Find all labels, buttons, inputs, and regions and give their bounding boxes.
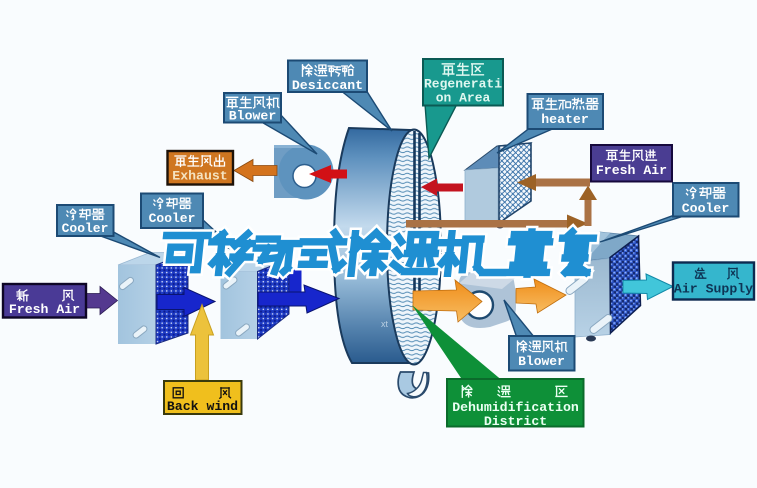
svg-text:Back wind: Back wind	[167, 399, 238, 414]
svg-text:Desiccant: Desiccant	[292, 78, 363, 93]
svg-text:Air Supply: Air Supply	[674, 282, 753, 297]
svg-text:Blower: Blower	[229, 109, 276, 124]
svg-text:Fresh Air: Fresh Air	[596, 163, 667, 178]
svg-text:on Area: on Area	[436, 91, 491, 106]
svg-text:Fresh Air: Fresh Air	[9, 302, 80, 317]
svg-text:Cooler: Cooler	[682, 201, 729, 216]
svg-text:Cooler: Cooler	[62, 221, 109, 236]
svg-text:Dehumidification: Dehumidification	[452, 400, 579, 415]
svg-text:heater: heater	[541, 112, 588, 127]
svg-text:xt: xt	[381, 319, 389, 329]
svg-text:Exhaust: Exhaust	[172, 169, 227, 184]
svg-text:Regenerati: Regenerati	[424, 77, 502, 92]
svg-text:Cooler: Cooler	[149, 211, 196, 226]
svg-text:Blower: Blower	[518, 354, 565, 369]
svg-text:District: District	[484, 414, 547, 429]
